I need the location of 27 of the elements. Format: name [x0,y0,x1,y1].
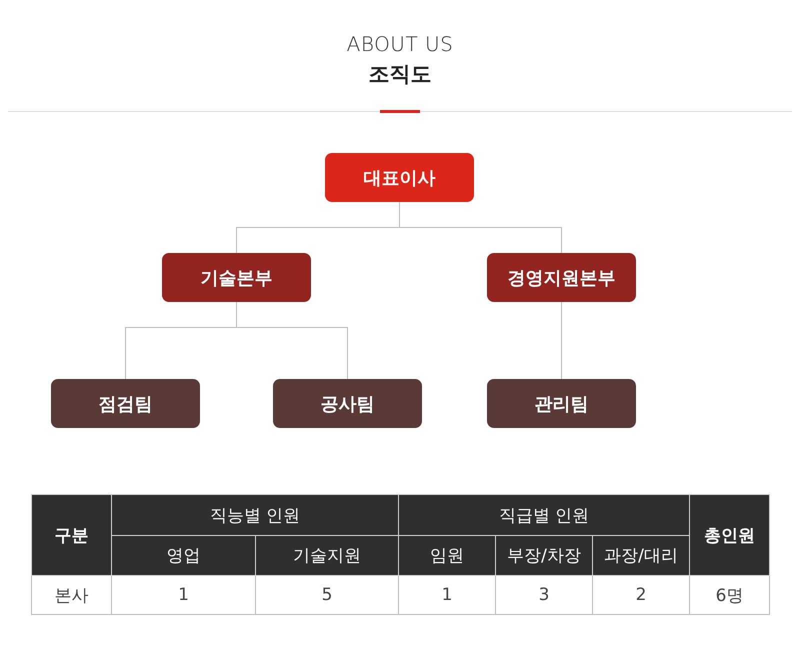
org-unit-box: 공사팀 [273,379,422,428]
org-unit-box: 기술본부 [162,253,311,302]
column-header: 임원 [398,536,496,576]
connector-line [399,202,562,254]
column-header: 총인원 [690,494,770,576]
connector-line [561,302,562,380]
column-header: 구분 [32,494,112,576]
org-unit-box: 대표이사 [325,153,474,202]
org-unit-box: 경영지원본부 [487,253,636,302]
section-eyebrow: ABOUT US [346,32,454,56]
org-unit-box: 관리팀 [487,379,636,428]
table-value: 2 [592,576,690,614]
row-header: 본사 [32,576,112,614]
table-value: 3 [496,576,592,614]
column-group-header: 직급별 인원 [398,494,690,536]
org-unit-box: 점검팀 [51,379,200,428]
table-value: 1 [112,576,256,614]
table-value: 5 [256,576,398,614]
column-header: 기술지원 [256,536,398,576]
column-header: 부장/차장 [496,536,592,576]
table-value: 6명 [690,576,770,614]
column-header: 과장/대리 [592,536,690,576]
column-group-header: 직능별 인원 [112,494,398,536]
table-value: 1 [398,576,496,614]
connector-line [236,302,348,380]
column-header: 영업 [112,536,256,576]
page-title: 조직도 [368,62,432,86]
